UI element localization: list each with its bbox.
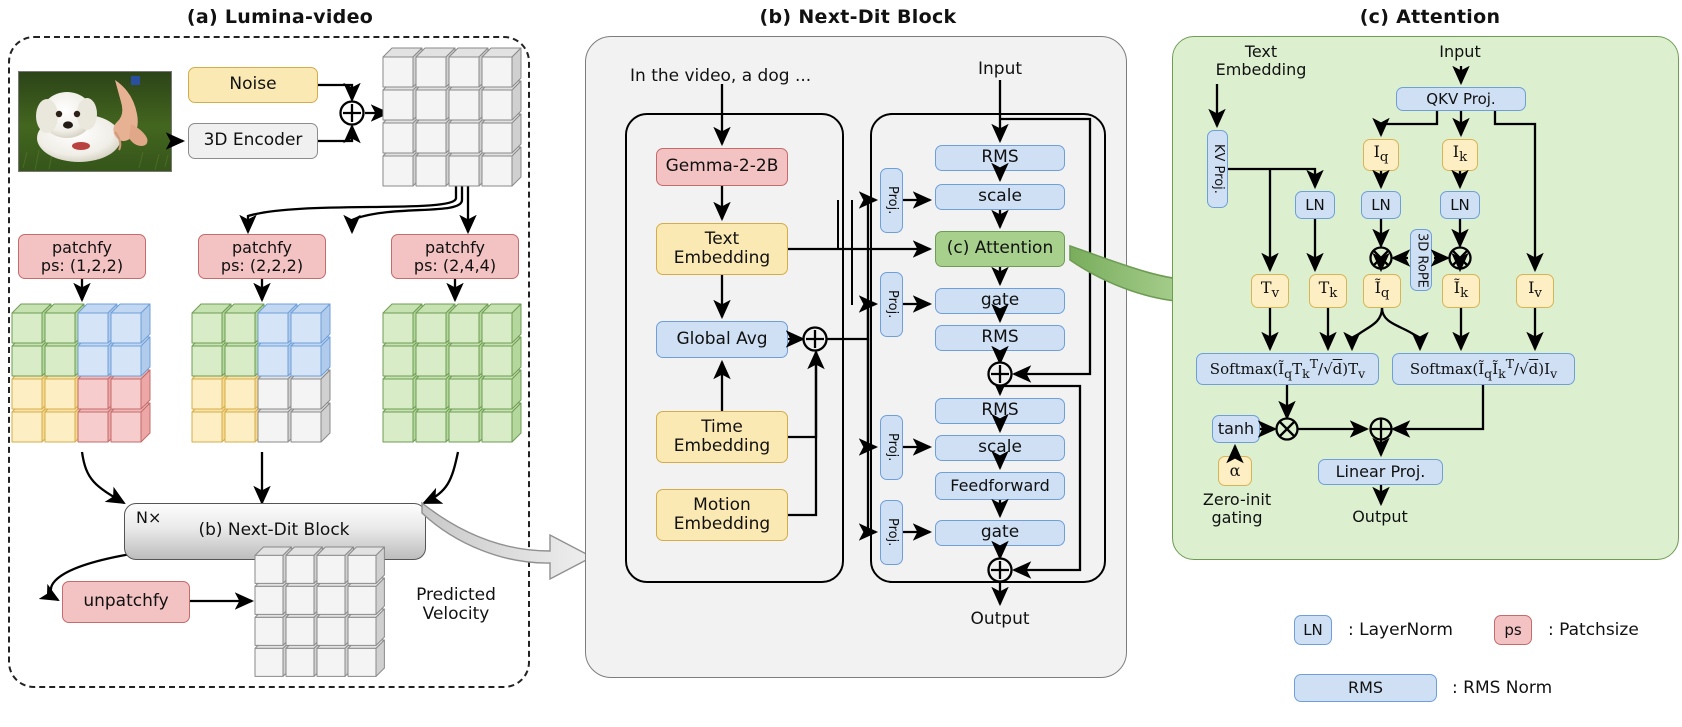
panel-c-title: (c) Attention: [1359, 6, 1501, 28]
gemma-box[interactable]: Gemma-2-2B: [656, 148, 788, 186]
conditioning-group: [625, 113, 844, 583]
panel-c-input-label: Input: [1439, 42, 1481, 61]
attention-box[interactable]: (c) Attention: [935, 231, 1065, 267]
proj-label-3: Proj.: [884, 433, 900, 462]
prompt-text: In the video, a dog ...: [630, 66, 812, 86]
panel-b-output-label: Output: [970, 609, 1030, 629]
linear-proj-box[interactable]: Linear Proj.: [1318, 459, 1443, 485]
tanh-box[interactable]: tanh: [1212, 415, 1260, 443]
next-dit-block-label: (b) Next-Dit Block: [198, 520, 350, 540]
softmax-text-box[interactable]: Softmax(ĨqTkT/√d)Tv: [1196, 353, 1379, 385]
patchfy-box-3[interactable]: patchfy ps: (2,4,4): [391, 234, 519, 279]
global-avg-box[interactable]: Global Avg: [656, 321, 788, 358]
rms-box-1[interactable]: RMS: [935, 145, 1065, 171]
scale-box-1[interactable]: scale: [935, 184, 1065, 210]
rope-label: 3D RoPE: [1414, 232, 1430, 288]
patchfy-box-2[interactable]: patchfy ps: (2,2,2): [198, 234, 326, 279]
tk-box[interactable]: Tk: [1309, 274, 1347, 308]
patchfy-label-3: patchfy: [425, 237, 485, 257]
predicted-velocity-label: Predicted Velocity: [396, 585, 516, 625]
kv-proj-label: KV Proj.: [1210, 144, 1226, 194]
grey-transition-arrow: [421, 501, 594, 581]
panel-c-te-line1: Text: [1244, 42, 1278, 61]
legend-ps-chip: ps: [1494, 615, 1532, 645]
legend-ln-chip: LN: [1294, 615, 1332, 645]
motion-embedding-line1: Motion: [693, 494, 751, 515]
motion-embedding-line2: Embedding: [673, 514, 771, 534]
zero-init-line1: Zero-init: [1202, 490, 1272, 509]
softmax-image-formula: Softmax(ĨqĨkT/√d)Iv: [1409, 356, 1558, 381]
ik-label: Ik: [1452, 142, 1468, 166]
zero-init-gating-label: Zero-init gating: [1182, 491, 1292, 527]
iv-box[interactable]: Iv: [1516, 274, 1554, 308]
patchfy-label-1: patchfy: [52, 237, 112, 257]
panel-c-output-label: Output: [1352, 507, 1408, 526]
proj-label-2: Proj.: [884, 290, 900, 319]
softmax-text-formula: Softmax(ĨqTkT/√d)Tv: [1209, 356, 1366, 381]
time-embedding-line1: Time: [701, 416, 743, 437]
input-image: [18, 71, 172, 172]
proj-box-3[interactable]: Proj.: [880, 415, 903, 480]
ln-box-text[interactable]: LN: [1295, 191, 1335, 219]
tv-box[interactable]: Tv: [1251, 274, 1289, 308]
unpatchfy-box[interactable]: unpatchfy: [62, 581, 190, 623]
text-embedding-line1: Text: [704, 228, 740, 249]
panel-c-te-line2: Embedding: [1215, 59, 1307, 79]
n-times-label: N×: [136, 508, 162, 527]
iq-label: Iq: [1373, 142, 1389, 166]
tk-label: Tk: [1318, 278, 1338, 302]
text-embedding-line2: Embedding: [673, 248, 771, 268]
ik-tilde-label: Ĩk: [1453, 278, 1469, 302]
text-embedding-box[interactable]: Text Embedding: [656, 223, 788, 275]
panel-b-input-label: Input: [977, 59, 1023, 79]
transformer-group: [870, 113, 1106, 583]
predicted-velocity-line2: Velocity: [422, 604, 490, 625]
legend-ps-text: : Patchsize: [1548, 620, 1639, 640]
qkv-proj-box[interactable]: QKV Proj.: [1396, 87, 1526, 111]
panel-a-container: [8, 36, 530, 688]
predicted-velocity-line1: Predicted: [416, 585, 496, 605]
ln-box-k[interactable]: LN: [1440, 191, 1480, 219]
proj-box-1[interactable]: Proj.: [880, 168, 903, 233]
iq-tilde-label: Ĩq: [1374, 278, 1390, 302]
iq-box[interactable]: Iq: [1363, 139, 1399, 171]
proj-box-2[interactable]: Proj.: [880, 272, 903, 337]
proj-label-4: Proj.: [884, 518, 900, 547]
panel-a-title: (a) Lumina-video: [186, 6, 374, 28]
motion-embedding-box[interactable]: Motion Embedding: [656, 489, 788, 541]
time-embedding-line2: Embedding: [673, 436, 771, 456]
proj-label-1: Proj.: [884, 186, 900, 215]
3d-encoder-box[interactable]: 3D Encoder: [188, 123, 318, 159]
panel-c-text-embedding-label: Text Embedding: [1196, 43, 1326, 79]
softmax-image-box[interactable]: Softmax(ĨqĨkT/√d)Iv: [1392, 353, 1575, 385]
patchfy-ps-3: ps: (2,4,4): [413, 255, 497, 275]
noise-box[interactable]: Noise: [188, 67, 318, 103]
panel-b-title: (b) Next-Dit Block: [759, 6, 957, 28]
tv-label: Tv: [1260, 278, 1280, 302]
proj-box-4[interactable]: Proj.: [880, 500, 903, 565]
ln-box-q[interactable]: LN: [1361, 191, 1401, 219]
iq-tilde-box[interactable]: Ĩq: [1363, 274, 1401, 308]
patchfy-box-1[interactable]: patchfy ps: (1,2,2): [18, 234, 146, 279]
ik-tilde-box[interactable]: Ĩk: [1442, 274, 1480, 308]
iv-label: Iv: [1528, 278, 1542, 302]
zero-init-line2: gating: [1211, 507, 1263, 527]
kv-proj-box[interactable]: KV Proj.: [1207, 130, 1228, 208]
patchfy-label-2: patchfy: [232, 237, 292, 257]
legend-rms-chip: RMS: [1294, 674, 1437, 702]
patchfy-ps-1: ps: (1,2,2): [40, 255, 124, 275]
legend-rms-text: : RMS Norm: [1452, 678, 1553, 698]
time-embedding-box[interactable]: Time Embedding: [656, 411, 788, 463]
legend-ln-text: : LayerNorm: [1348, 620, 1453, 640]
patchfy-ps-2: ps: (2,2,2): [220, 255, 304, 275]
